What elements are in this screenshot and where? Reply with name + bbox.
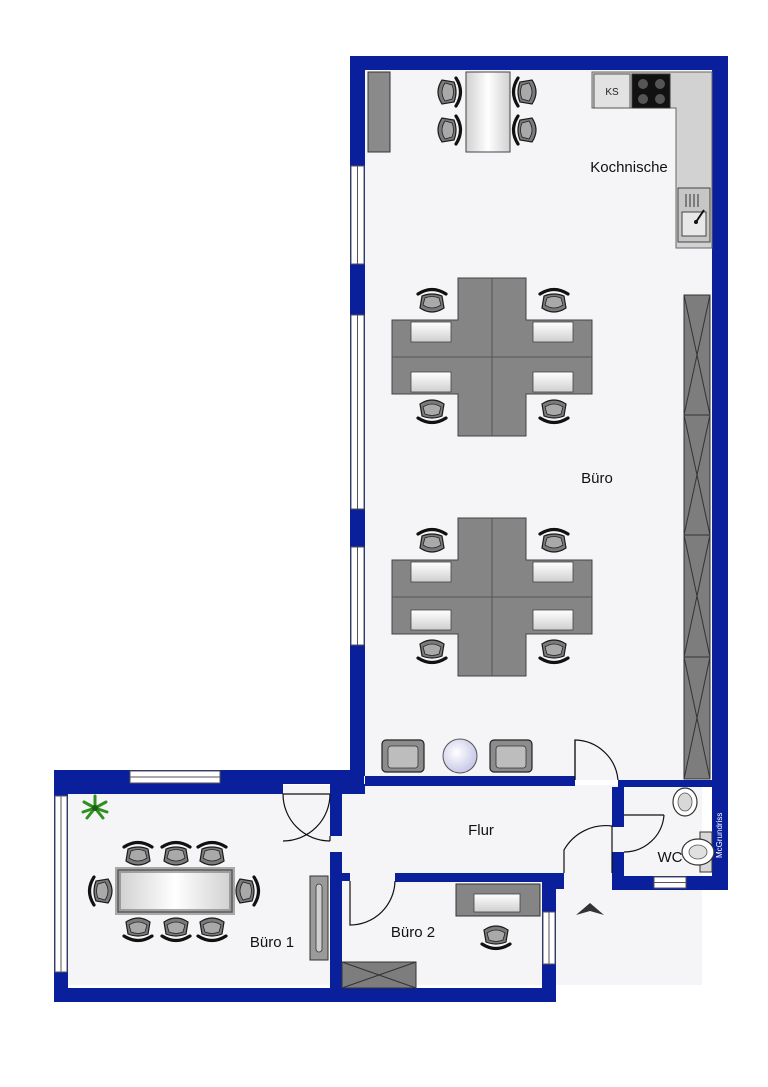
dining-table xyxy=(436,71,538,153)
fridge-label: KS xyxy=(605,87,619,98)
windows xyxy=(54,165,687,973)
desk-buero2 xyxy=(455,883,541,951)
doors xyxy=(282,739,665,926)
room-label-buero2: Büro 2 xyxy=(391,924,435,941)
shelf xyxy=(367,71,391,153)
brand-watermark: McGrundriss xyxy=(715,813,724,858)
plant-icon xyxy=(81,794,109,820)
room-label-flur: Flur xyxy=(468,822,494,839)
wardrobes xyxy=(683,294,711,780)
room-label-buero1: Büro 1 xyxy=(250,934,294,951)
conference-area xyxy=(87,840,261,943)
fridge xyxy=(593,73,631,109)
room-label-kochnische: Kochnische xyxy=(590,159,668,176)
wc-fixtures xyxy=(672,787,715,873)
storage-buero2 xyxy=(341,961,417,989)
floors xyxy=(62,68,713,985)
cabinet xyxy=(309,875,329,961)
stove xyxy=(631,73,671,109)
entrance-arrow-icon xyxy=(576,903,604,915)
lounge xyxy=(381,738,533,774)
room-label-buero: Büro xyxy=(581,470,613,487)
room-label-wc: WC xyxy=(658,849,683,866)
kitchenette: KS xyxy=(591,71,713,249)
workstation-cluster xyxy=(391,517,593,677)
workstation-cluster xyxy=(391,277,593,437)
